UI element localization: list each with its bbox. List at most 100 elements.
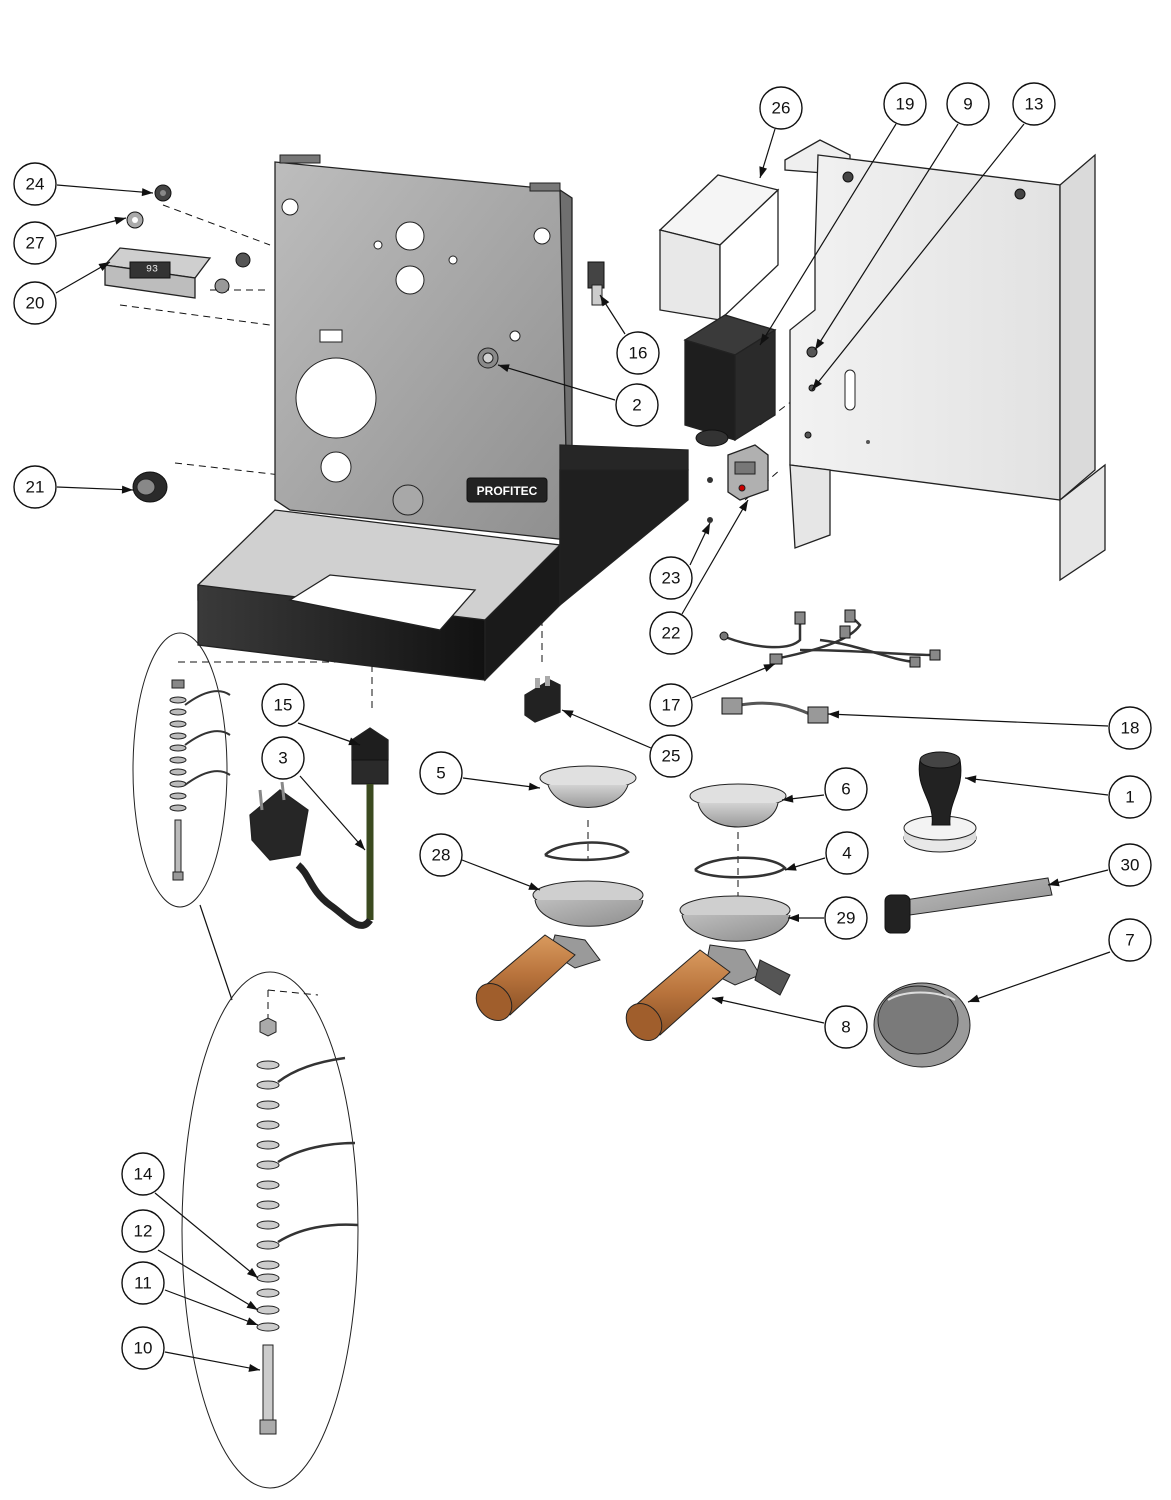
- callout-17: 17: [649, 683, 693, 727]
- leader-arrowhead-27: [114, 216, 126, 225]
- callout-8: 8: [824, 1005, 868, 1049]
- callout-number-17: 17: [662, 696, 681, 715]
- leader-line-7: [967, 951, 1111, 1003]
- callout-circle-30: [1108, 843, 1152, 887]
- callout-5: 5: [419, 751, 463, 795]
- callout-labels: 1234567891011121314151617181920212223242…: [13, 82, 1152, 1370]
- leader-arrowhead-9: [815, 338, 825, 350]
- part-7-blind-filter: [873, 982, 971, 1068]
- part-21-switch: [132, 471, 168, 503]
- leader-arrowhead-17: [763, 664, 775, 672]
- leader-line-3: [299, 775, 366, 851]
- part-17-plugs: [719, 609, 941, 668]
- leader-arrowhead-19: [760, 333, 770, 345]
- callout-number-6: 6: [841, 780, 850, 799]
- callout-circle-15: [261, 683, 305, 727]
- part-25-connector: [524, 676, 561, 723]
- callout-number-4: 4: [842, 844, 851, 863]
- callout-number-13: 13: [1025, 95, 1044, 114]
- callout-circle-28: [419, 833, 463, 877]
- leader-line-8: [711, 997, 825, 1024]
- leader-arrowhead-29: [788, 914, 799, 922]
- callout-number-5: 5: [436, 764, 445, 783]
- callout-number-23: 23: [662, 569, 681, 588]
- back-panel: PROFITEC: [274, 154, 573, 541]
- callout-circle-25: [649, 734, 693, 778]
- leader-line-25: [561, 709, 652, 749]
- callout-19: 19: [883, 82, 927, 126]
- part-24-knob: [154, 184, 172, 202]
- large-terminal-stack: [256, 1017, 359, 1435]
- part-19-power-module: [683, 314, 777, 447]
- leader-arrowhead-11: [246, 1317, 258, 1325]
- callout-16: 16: [616, 331, 660, 375]
- base-frame: [197, 444, 689, 682]
- leader-arrowhead-12: [246, 1300, 258, 1310]
- leader-arrowhead-23: [701, 523, 710, 535]
- leader-arrowhead-28: [528, 882, 540, 890]
- leader-line-9: [814, 123, 959, 351]
- callout-circle-18: [1108, 706, 1152, 750]
- callout-number-20: 20: [26, 294, 45, 313]
- callout-number-8: 8: [841, 1018, 850, 1037]
- callout-circle-29: [824, 896, 868, 940]
- part-30-steam-wand: [884, 877, 1053, 934]
- callout-number-10: 10: [134, 1339, 153, 1358]
- callout-leaders: [55, 123, 1111, 1372]
- callout-circle-19: [883, 82, 927, 126]
- callout-number-19: 19: [896, 95, 915, 114]
- callout-number-22: 22: [662, 624, 681, 643]
- callout-circle-14: [121, 1152, 165, 1196]
- callout-circle-3: [261, 736, 305, 780]
- callout-number-28: 28: [432, 846, 451, 865]
- callout-number-7: 7: [1125, 931, 1134, 950]
- callout-circle-9: [946, 82, 990, 126]
- callout-number-14: 14: [134, 1165, 153, 1184]
- callout-number-11: 11: [134, 1274, 152, 1293]
- callout-circle-4: [825, 831, 869, 875]
- leader-line-28: [461, 859, 541, 891]
- leader-arrowhead-22: [739, 500, 748, 512]
- callout-circle-11: [121, 1261, 165, 1305]
- callout-11: 11: [121, 1261, 165, 1305]
- leader-line-22: [681, 499, 749, 615]
- part-22-relay: [707, 444, 769, 523]
- callout-24: 24: [13, 162, 57, 206]
- side-cover-panel: [784, 139, 1106, 582]
- leader-line-5: [462, 777, 541, 789]
- leader-arrowhead-14: [246, 1267, 258, 1278]
- part-17-wiring-harness: [724, 614, 936, 664]
- callout-30: 30: [1108, 843, 1152, 887]
- callout-circle-17: [649, 683, 693, 727]
- part-29-portafilter-double: [625, 895, 791, 1041]
- callout-26: 26: [759, 86, 803, 130]
- callout-29: 29: [824, 896, 868, 940]
- callout-number-24: 24: [26, 175, 45, 194]
- leader-arrowhead-6: [782, 794, 794, 803]
- callout-number-27: 27: [26, 234, 45, 253]
- leader-arrowhead-8: [712, 996, 724, 1005]
- callout-number-25: 25: [662, 747, 681, 766]
- leader-arrowhead-21: [121, 485, 133, 494]
- leader-line-12: [157, 1249, 259, 1311]
- callout-circle-21: [13, 465, 57, 509]
- callout-number-26: 26: [772, 99, 791, 118]
- callout-circle-26: [759, 86, 803, 130]
- part-27-washer: [126, 211, 144, 229]
- callout-circle-5: [419, 751, 463, 795]
- part-20-display-module: 93: [103, 247, 251, 299]
- callout-25: 25: [649, 734, 693, 778]
- callout-21: 21: [13, 465, 57, 509]
- leader-line-1: [964, 777, 1109, 796]
- callout-28: 28: [419, 833, 463, 877]
- callout-9: 9: [946, 82, 990, 126]
- callout-number-15: 15: [274, 696, 293, 715]
- callout-circle-22: [649, 611, 693, 655]
- callout-3: 3: [261, 736, 305, 780]
- leader-line-11: [164, 1289, 259, 1326]
- leader-arrowhead-5: [528, 782, 540, 791]
- part-15-cable-gland: [351, 727, 389, 785]
- callout-circle-23: [649, 556, 693, 600]
- callout-23: 23: [649, 556, 693, 600]
